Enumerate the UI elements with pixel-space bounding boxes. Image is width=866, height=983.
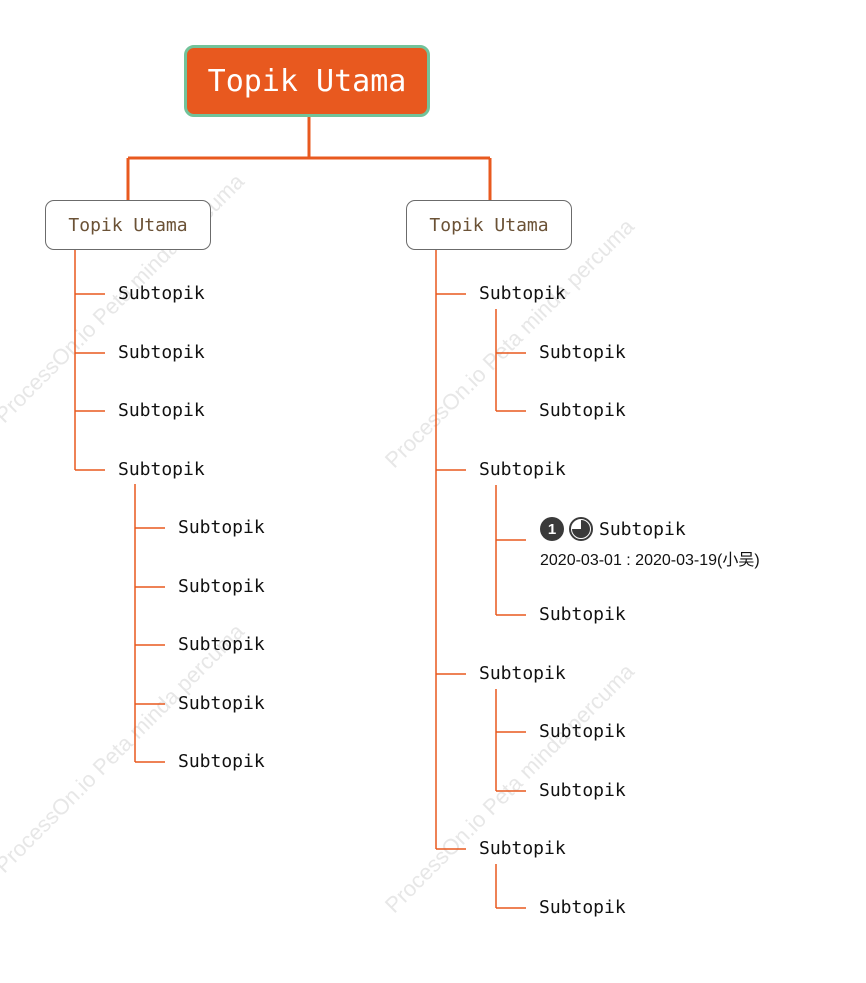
task-subtopic[interactable]: 1 Subtopik 2020-03-01 : 2020-03-19(小吴) bbox=[540, 516, 760, 570]
priority-1-icon: 1 bbox=[540, 517, 564, 541]
task-label: Subtopik bbox=[599, 518, 686, 540]
subtopic[interactable]: Subtopik bbox=[539, 780, 626, 801]
connector-right-sub2 bbox=[495, 485, 526, 616]
subtopic[interactable]: Subtopik bbox=[479, 663, 566, 684]
subtopic[interactable]: Subtopik bbox=[178, 576, 265, 597]
main-topic-right[interactable]: Topik Utama bbox=[406, 200, 572, 250]
subtopic[interactable]: Subtopik bbox=[539, 721, 626, 742]
subtopic[interactable]: Subtopik bbox=[539, 897, 626, 918]
task-date-range: 2020-03-01 : 2020-03-19(小吴) bbox=[540, 552, 760, 569]
subtopic[interactable]: Subtopik bbox=[539, 400, 626, 421]
connector-left bbox=[74, 250, 105, 471]
subtopic[interactable]: Subtopik bbox=[479, 838, 566, 859]
subtopic[interactable]: Subtopik bbox=[118, 283, 205, 304]
subtopic[interactable]: Subtopik bbox=[539, 604, 626, 625]
subtopic[interactable]: Subtopik bbox=[539, 342, 626, 363]
subtopic[interactable]: Subtopik bbox=[479, 459, 566, 480]
connector-right-sub1 bbox=[495, 309, 526, 412]
connector-right-sub4 bbox=[495, 864, 526, 909]
connector-root bbox=[126, 117, 492, 200]
subtopic[interactable]: Subtopik bbox=[118, 342, 205, 363]
progress-pie-icon bbox=[569, 517, 593, 541]
subtopic[interactable]: Subtopik bbox=[178, 517, 265, 538]
connector-right bbox=[435, 250, 466, 850]
subtopic[interactable]: Subtopik bbox=[178, 751, 265, 772]
root-topic[interactable]: Topik Utama bbox=[184, 45, 430, 117]
main-topic-left[interactable]: Topik Utama bbox=[45, 200, 211, 250]
connector-left-sub bbox=[134, 484, 165, 763]
subtopic[interactable]: Subtopik bbox=[178, 693, 265, 714]
subtopic[interactable]: Subtopik bbox=[479, 283, 566, 304]
subtopic[interactable]: Subtopik bbox=[118, 400, 205, 421]
subtopic[interactable]: Subtopik bbox=[178, 634, 265, 655]
connector-right-sub3 bbox=[495, 689, 526, 792]
subtopic[interactable]: Subtopik bbox=[118, 459, 205, 480]
